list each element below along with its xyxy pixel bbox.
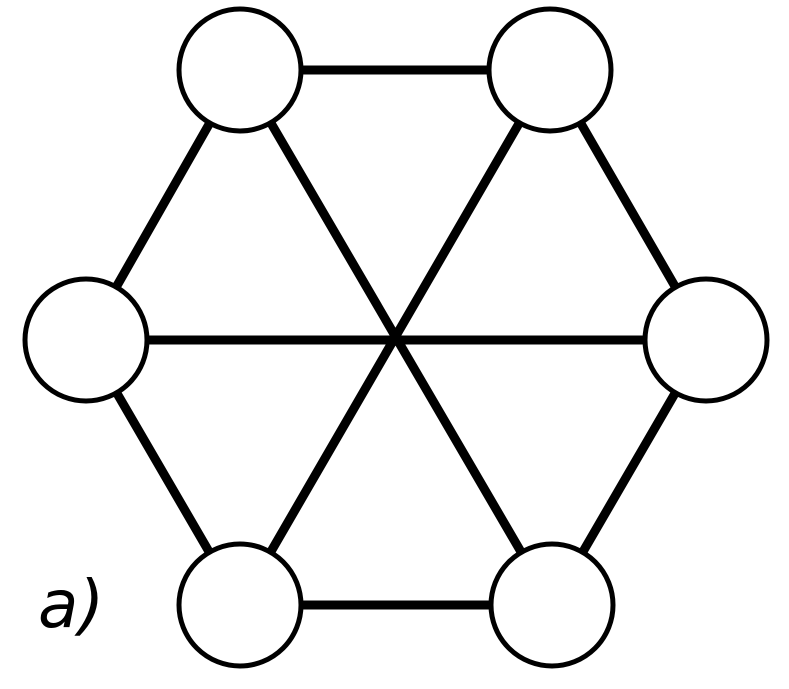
node-left (22, 276, 150, 404)
panel-label: a) (38, 566, 105, 643)
node-top-right (486, 6, 614, 134)
node-right (642, 276, 770, 404)
node-bottom-right (488, 541, 616, 669)
graph-edges (81, 65, 711, 610)
node-bottom-left (176, 541, 304, 669)
graph-nodes (22, 6, 770, 669)
node-top-left (176, 6, 304, 134)
